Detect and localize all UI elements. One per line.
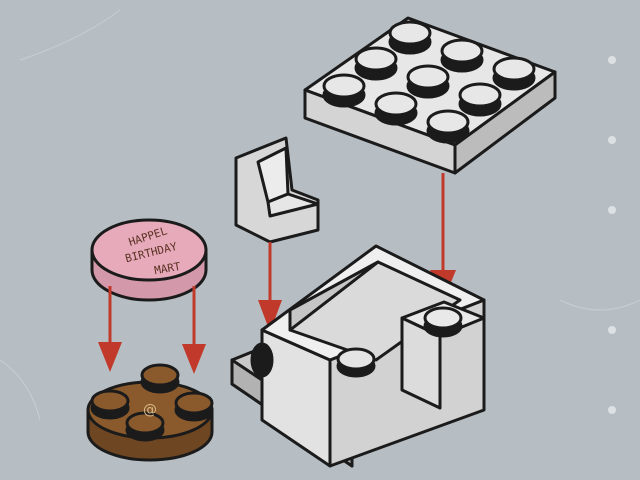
arrow-bracket-to-base: [258, 242, 282, 332]
cake-text-line-3: MART: [153, 260, 182, 277]
side-dots: [608, 56, 616, 414]
arrow-cake-right: [182, 286, 206, 374]
gray-plate-3x3: [303, 16, 557, 175]
plate-studs: [322, 20, 536, 144]
brown-plate-print: @: [143, 402, 157, 418]
gray-bracket-piece: [234, 136, 320, 244]
gray-seat-assembly: [230, 244, 486, 468]
paper-texture: [0, 9, 640, 421]
brown-round-plate: [86, 363, 214, 462]
brown-studs: [90, 363, 214, 442]
cake-tile: [90, 218, 208, 302]
arrow-cake-left: [98, 286, 122, 372]
